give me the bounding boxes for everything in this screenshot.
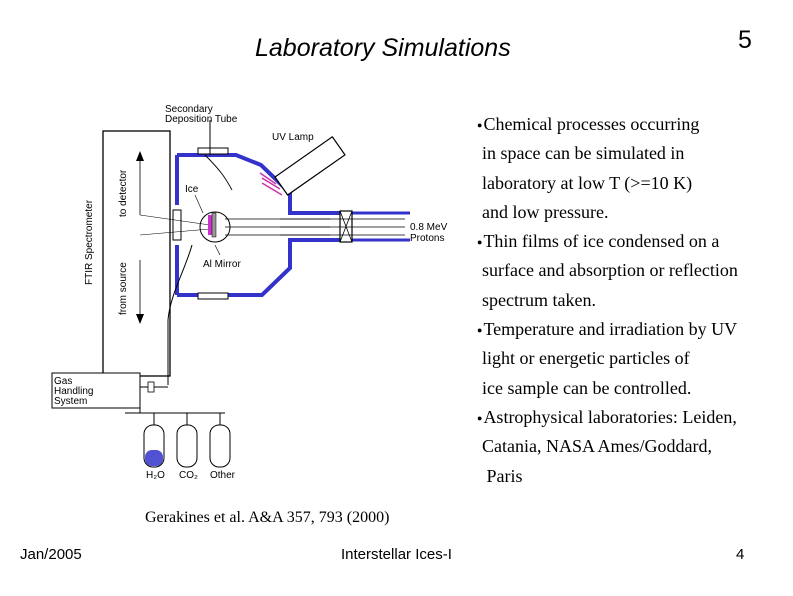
ice-label: Ice [185, 184, 199, 195]
cylinder-other [209, 413, 231, 468]
h2o-label: H₂O [146, 470, 165, 481]
mirror-pointer [214, 244, 221, 256]
page-title: Laboratory Simulations [255, 34, 511, 62]
gas-handling-box [51, 372, 141, 409]
bullet-group: ●Astrophysical laboratories: Leiden, Cat… [477, 403, 738, 491]
footer-date: Jan/2005 [20, 546, 82, 563]
bullet-line: light or energetic particles of [482, 348, 690, 369]
bullet-line: ice sample can be controlled. [482, 377, 692, 398]
cylinder-h2o [143, 413, 165, 468]
to-detector-arrowhead [136, 151, 144, 161]
laboratory-apparatus-diagram: FTIR Spectrometer to detector from sourc… [51, 104, 448, 481]
uv-lamp-label: UV Lamp [272, 132, 314, 143]
bullet-line: ●Astrophysical laboratories: Leiden, [477, 406, 737, 427]
bullet-line: ●Thin films of ice condensed on a [477, 231, 720, 252]
al-mirror-label: Al Mirror [203, 259, 241, 270]
slide-number: 5 [738, 26, 752, 54]
uv-beam [259, 172, 283, 196]
from-source-label: from source [118, 262, 129, 315]
vacuum-chamber-outline [175, 153, 340, 297]
deposition-tube-curve [204, 154, 233, 191]
citation: Gerakines et al. A&A 357, 793 (2000) [145, 509, 390, 526]
bullet-line: surface and absorption or reflection [482, 260, 738, 281]
bullet-dot-icon: ● [477, 413, 483, 424]
al-mirror [211, 212, 217, 238]
bullet-line: laboratory at low T (>=10 K) [482, 172, 693, 193]
bullet-dot-icon: ● [477, 237, 483, 248]
uv-lamp [274, 136, 346, 196]
protons-label-2: Protons [410, 233, 444, 244]
co2-label: CO₂ [179, 470, 198, 481]
bullet-dot-icon: ● [477, 120, 483, 131]
secondary-label-2: Deposition Tube [165, 114, 238, 125]
bottom-flange [197, 292, 229, 300]
sample-holder [199, 211, 231, 243]
secondary-label-1: Secondary [165, 104, 213, 115]
bullet-list: ●Chemical processes occurring in space c… [477, 110, 738, 491]
protons-label-1: 0.8 MeV [410, 222, 448, 233]
bullet-line: in space can be simulated in [482, 143, 685, 164]
bullet-line: ●Temperature and irradiation by UV [477, 319, 738, 340]
bullet-group: ●Thin films of ice condensed on a surfac… [477, 227, 738, 315]
ir-beam-lines [139, 214, 211, 236]
gas-label-1: Gas [54, 376, 72, 387]
to-detector-label: to detector [118, 169, 129, 217]
ice-film [208, 215, 212, 235]
ice-pointer [194, 194, 204, 214]
footer-title: Interstellar Ices-I [341, 546, 452, 563]
ftir-spectrometer-box [102, 130, 171, 377]
bullet-line: Paris [482, 465, 523, 486]
gas-feed-line [167, 244, 193, 385]
other-label: Other [210, 470, 236, 481]
bullet-line: and low pressure. [482, 201, 609, 222]
proton-beam-arrows [225, 218, 405, 236]
bullet-line: ●Chemical processes occurring [477, 114, 700, 134]
proton-valve-cross-2 [339, 210, 353, 243]
top-flange [197, 147, 229, 155]
cylinder-co2 [176, 413, 198, 468]
gas-valve [147, 381, 155, 393]
gas-label-3: System [54, 396, 87, 407]
bullet-group: ●Chemical processes occurring in space c… [477, 110, 738, 227]
ir-window [172, 209, 182, 241]
bullet-dot-icon: ● [477, 325, 483, 336]
gas-label-2: Handling [54, 386, 93, 397]
bullet-line: Catania, NASA Ames/Goddard, [482, 436, 712, 457]
ftir-label: FTIR Spectrometer [84, 199, 95, 285]
bullet-line: spectrum taken. [482, 289, 596, 310]
footer-page-number: 4 [736, 546, 745, 563]
from-source-arrowhead [136, 314, 144, 324]
bullet-group: ●Temperature and irradiation by UV light… [477, 315, 738, 403]
